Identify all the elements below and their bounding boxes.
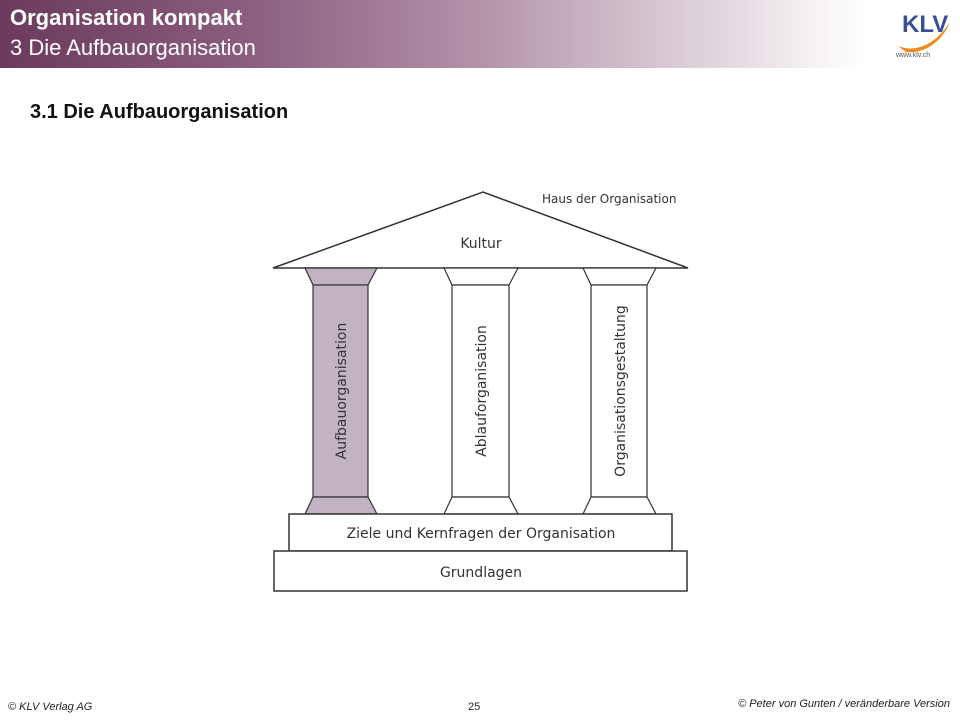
logo-swoosh-icon [898,22,950,53]
pillar-ablauforganisation: Ablauforganisation [443,267,519,515]
header-bar: Organisation kompakt 3 Die Aufbauorganis… [0,0,960,68]
pillar-label: Organisationsgestaltung [613,305,629,477]
pillar-base [443,496,519,515]
lower-base [273,550,688,592]
pillar-base [582,496,657,515]
pillar-capital [582,267,657,286]
pillar-base [304,496,378,515]
footer-copyright: © KLV Verlag AG [8,701,93,713]
section-title: 3.1 Die Aufbauorganisation [30,101,289,123]
pillar-aufbauorganisation: Aufbauorganisation [304,267,378,515]
pillar-shaft [451,284,510,498]
pillar-organisationsgestaltung: Organisationsgestaltung [582,267,657,515]
diagram-caption: Haus der Organisation [542,192,676,206]
logo-text: KLV [902,11,948,38]
pillar-shaft [312,284,369,498]
header-subtitle: 3 Die Aufbauorganisation [10,35,256,60]
page-number: 25 [468,701,481,713]
pillar-label: Aufbauorganisation [334,323,350,460]
lower-base-label: Grundlagen [440,565,522,581]
pillar-shaft [590,284,648,498]
roof-label: Kultur [460,236,502,252]
header-title: Organisation kompakt [10,5,243,30]
klv-logo: KLV [898,11,950,53]
upper-base [288,513,673,552]
pillar-capital [304,267,378,286]
pillar-capital [443,267,519,286]
upper-base-label: Ziele und Kernfragen der Organisation [347,526,616,542]
logo-url: www.klv.ch [896,52,931,59]
pillar-label: Ablauforganisation [474,325,490,457]
footer-author: © Peter von Gunten / veränderbare Versio… [738,698,950,710]
